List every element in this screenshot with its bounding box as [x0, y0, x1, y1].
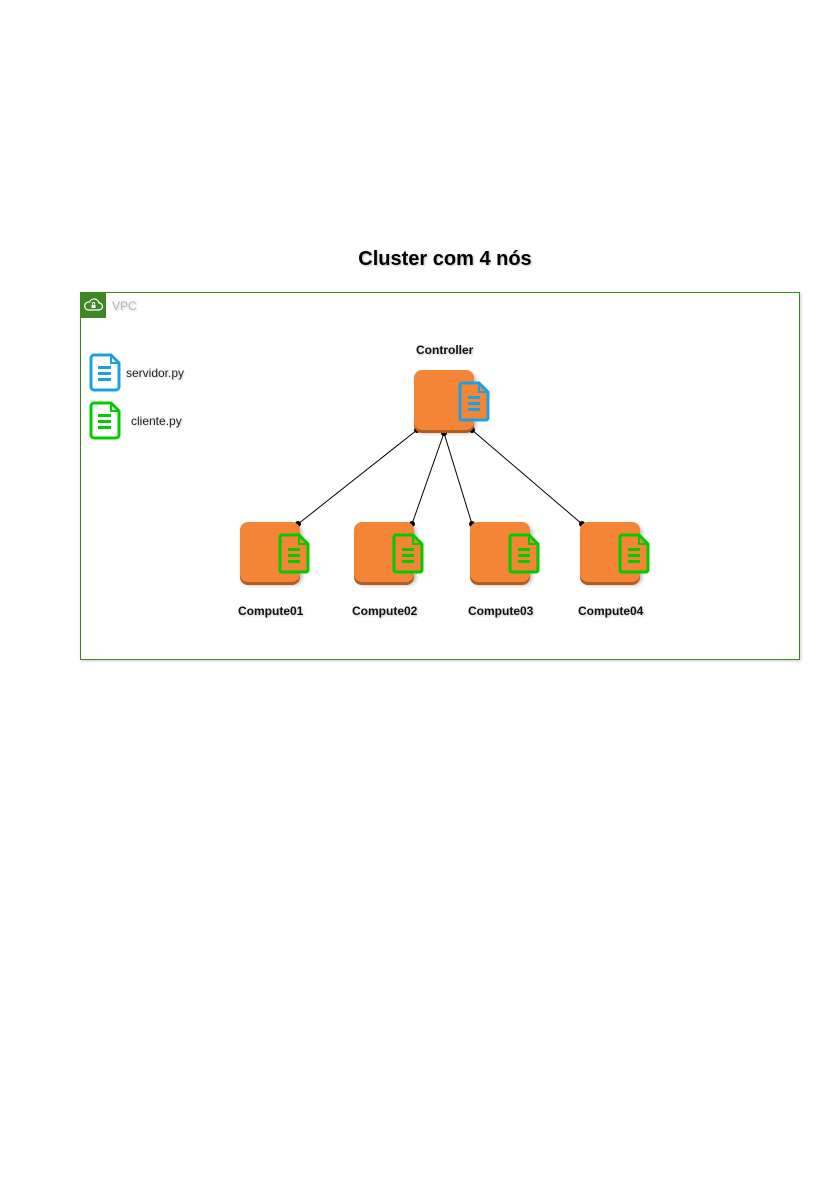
- edge-controller-compute04: [471, 429, 583, 525]
- edge-endpoint: [469, 427, 475, 433]
- cliente-file-icon: [618, 533, 650, 574]
- compute04-label: Compute04: [578, 604, 644, 618]
- vpc-label: VPC: [112, 299, 137, 313]
- cliente-file-icon: [392, 533, 424, 574]
- edge-controller-compute03: [443, 432, 473, 525]
- edge-controller-compute01: [297, 429, 418, 525]
- vpc-container: VPC: [80, 292, 800, 660]
- legend-servidor-label: servidor.py: [126, 366, 185, 380]
- compute03-label: Compute03: [468, 604, 534, 618]
- compute01-label: Compute01: [238, 604, 304, 618]
- cliente-document-icon: [89, 401, 121, 440]
- edge-endpoint: [441, 430, 447, 436]
- controller-label: Controller: [416, 343, 474, 357]
- legend-cliente-label: cliente.py: [131, 414, 182, 428]
- servidor-document-icon: [89, 353, 121, 392]
- compute02-label: Compute02: [352, 604, 418, 618]
- vpc-cloud-lock-icon: [81, 293, 106, 318]
- edge-controller-compute02: [411, 432, 445, 525]
- cliente-file-icon: [278, 533, 310, 574]
- diagram-title: Cluster com 4 nós: [358, 248, 532, 270]
- servidor-file-icon: [458, 381, 490, 422]
- cliente-file-icon: [508, 533, 540, 574]
